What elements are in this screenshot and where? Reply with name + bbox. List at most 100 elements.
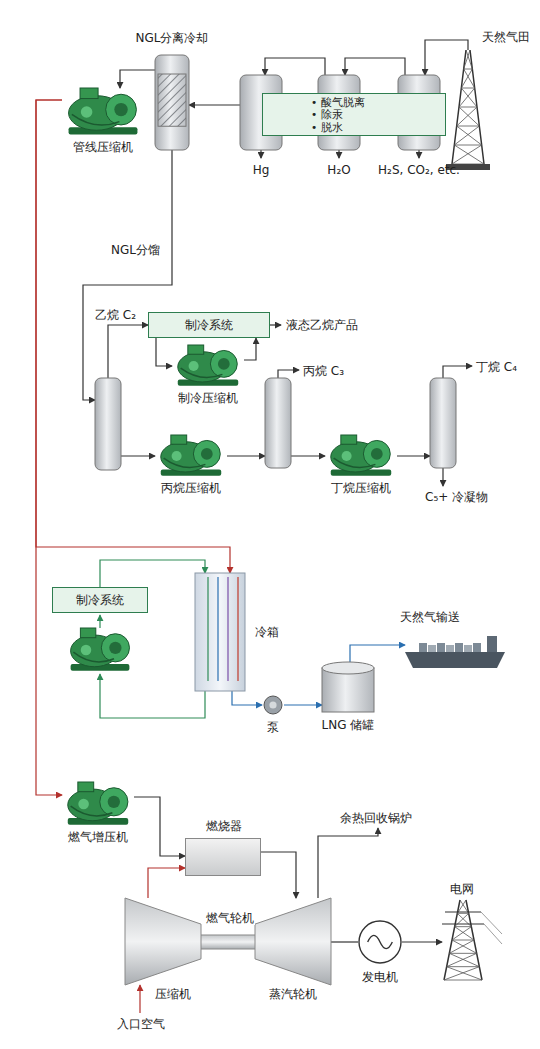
pipe-connector: [331, 941, 358, 942]
compressor-icon-shape: [62, 782, 134, 826]
pump-icon: 泵: [262, 696, 284, 714]
node-label: • 脱水: [311, 121, 343, 133]
drawing-part: [452, 145, 484, 164]
drawing-part: [334, 458, 376, 467]
drawing-part: [189, 361, 199, 371]
drawing-part: [459, 88, 477, 107]
drawing-part: [106, 94, 137, 125]
node-label: 制冷系统: [76, 593, 124, 607]
drawing-part: [95, 378, 121, 470]
node-label: 燃气增压机: [68, 830, 128, 844]
free-label: 液态乙烷产品: [285, 318, 359, 332]
refrigerant-line: [99, 615, 100, 628]
fractionation-column-shape: [430, 378, 456, 468]
lng-tank: LNG 储罐: [322, 662, 374, 712]
pipe-connector: [83, 150, 172, 400]
drawing-part: [457, 900, 468, 913]
cold-box: 冷箱: [195, 573, 245, 691]
compressor-icon: [71, 628, 130, 671]
turbine-section: 蒸汽轮机: [255, 898, 331, 985]
fractionation-column: 丙烷 C₃: [265, 378, 291, 468]
power-tower-shape: [442, 900, 502, 980]
drawing-part: [161, 435, 221, 476]
pipe-connector: [232, 691, 262, 705]
drawing-part: [125, 898, 201, 985]
pipe-connector: [261, 852, 296, 898]
drawing-part: [155, 55, 189, 150]
pipe-connector: [345, 58, 405, 75]
fractionation-column-shape: [265, 378, 291, 468]
drawing-part: [69, 88, 138, 135]
compressor-icon-shape: [155, 435, 227, 477]
drawing-part: [195, 573, 245, 691]
node-label: Hg: [253, 163, 270, 177]
pipe-connector: [120, 70, 155, 88]
power-tower: 电网: [442, 900, 502, 980]
pipe-connector: [425, 40, 468, 75]
pipe-connector: [121, 455, 155, 456]
pipe-connector: [291, 455, 325, 456]
separator-column: NGL分离冷却: [155, 55, 189, 150]
drawing-part: [78, 782, 94, 792]
drawing-part: [71, 806, 113, 816]
drawing-part: [125, 898, 201, 985]
free-label: 燃气轮机: [205, 911, 255, 925]
drawing-part: [464, 50, 473, 69]
connector-label: NGL分馏: [110, 243, 161, 257]
drawing-part: [419, 643, 427, 652]
drawing-part: [455, 643, 463, 652]
cold-box-shape: [195, 573, 245, 691]
drawing-part: [446, 645, 454, 652]
drawing-part: [481, 912, 502, 944]
drawing-part: [255, 898, 331, 985]
drawing-part: [265, 378, 291, 468]
node-label: 蒸汽轮机: [269, 987, 317, 1001]
drawing-part: [359, 921, 401, 963]
drawing-part: [158, 74, 186, 126]
compressor-icon-shape: [62, 88, 144, 136]
drawing-part: [80, 628, 95, 638]
outlet-line: [278, 370, 299, 378]
compressor-icon: 燃气增压机: [62, 782, 134, 826]
node-label: 丙烷压缩机: [161, 481, 221, 495]
node-label: 发电机: [362, 970, 398, 984]
drawing-part: [218, 358, 230, 370]
drawing-part: [405, 636, 505, 668]
node-label: 冷箱: [255, 625, 279, 639]
drawing-part: [454, 126, 481, 145]
turbine-section-shape: [255, 898, 331, 985]
pipe-connector: [284, 704, 322, 705]
node-label: 制冷系统: [185, 318, 233, 332]
node-label: 丙烷 C₃: [303, 364, 344, 378]
pipe-connector: [148, 868, 185, 898]
burner-box: 燃烧器: [185, 838, 261, 876]
compressor-icon: 丁烷压缩机: [325, 435, 397, 477]
drawing-part: [322, 662, 374, 674]
compressor-icon-shape: [325, 435, 397, 477]
air-inlet-line: [139, 985, 140, 1013]
treatment-box: • 酸气脱离• 除汞• 脱水: [262, 93, 446, 136]
node-label: 乙烷 C₂: [95, 308, 136, 322]
drawing-part: [437, 643, 445, 652]
refrigerant-line: [100, 674, 205, 718]
drawing-part: [473, 643, 481, 652]
separator-column-shape: [155, 55, 189, 150]
drawing-part: [237, 577, 238, 681]
drawing-part: [255, 898, 331, 985]
outlet-line: [338, 150, 339, 158]
drawing-part: [81, 106, 93, 118]
refrigeration-box: 制冷系统: [52, 587, 148, 613]
drawing-part: [265, 378, 291, 468]
drawing-part: [322, 668, 374, 712]
node-label: 丁烷 C₄: [476, 360, 517, 374]
pipe-connector: [244, 338, 256, 360]
pipe-connector: [402, 941, 442, 942]
drawing-part: [359, 921, 401, 963]
generator-symbol: 发电机: [358, 920, 402, 964]
drawing-part: [457, 107, 480, 126]
node-label: 泵: [267, 720, 279, 734]
drawing-part: [207, 577, 208, 681]
pipe-connector: [189, 104, 240, 105]
drawing-part: [487, 636, 497, 652]
drawing-part: [114, 103, 127, 116]
